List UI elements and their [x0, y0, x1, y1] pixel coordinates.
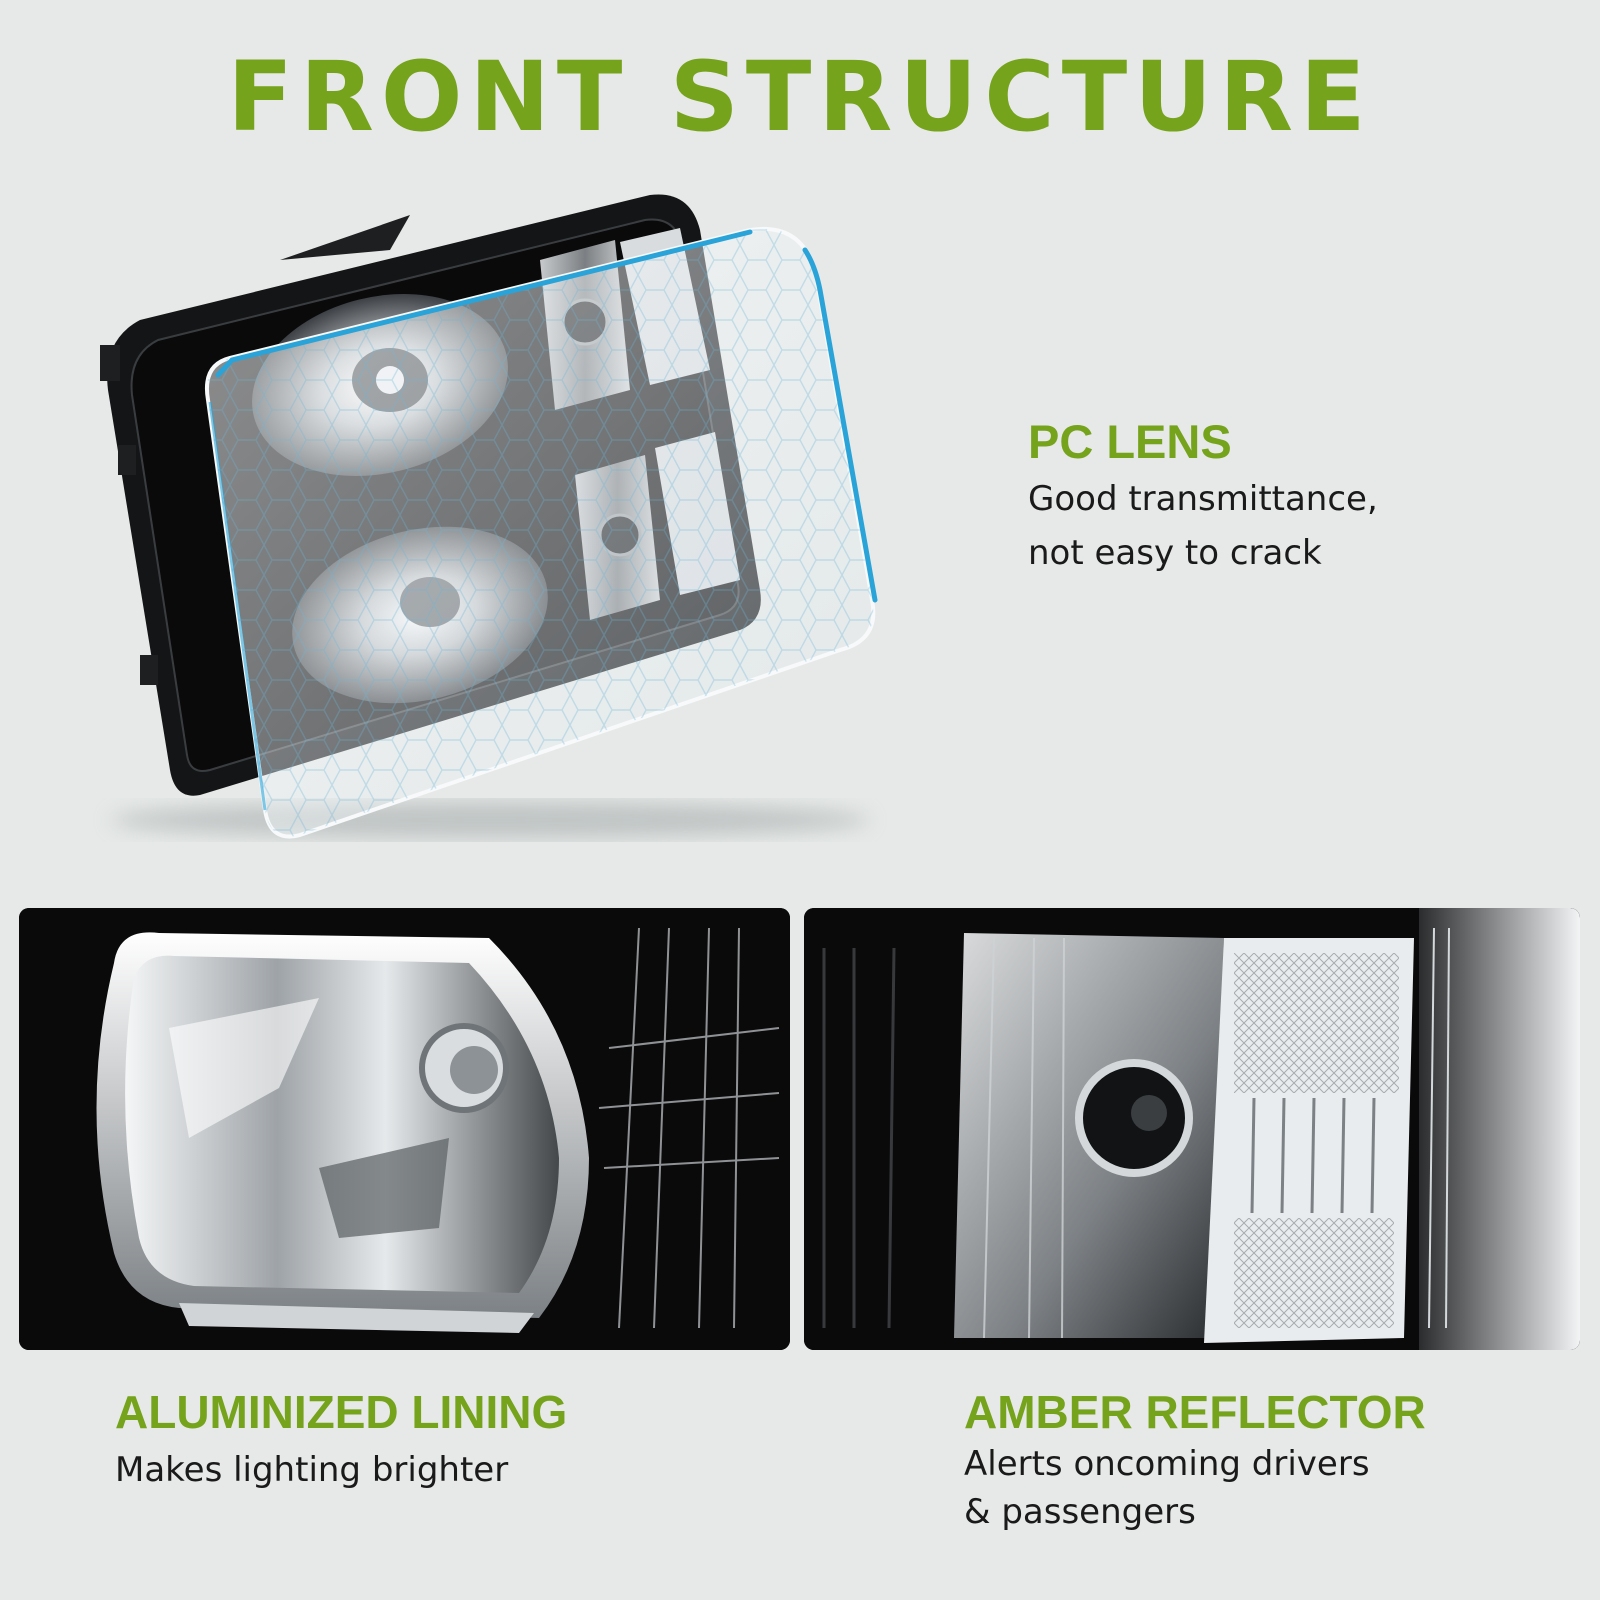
pc-lens-desc-line1: Good transmittance, [1028, 479, 1378, 519]
pc-lens-cover [205, 226, 878, 839]
aluminized-lining-heading: ALUMINIZED LINING [115, 1386, 568, 1438]
feature-pc-lens: PC LENS Good transmittance, not easy to … [1028, 414, 1378, 578]
feature-aluminized-lining: ALUMINIZED LINING Makes lighting brighte… [115, 1384, 567, 1494]
amber-reflector-image [804, 908, 1580, 1350]
pc-lens-desc-line2: not easy to crack [1028, 533, 1322, 573]
feature-amber-reflector: AMBER REFLECTOR Alerts oncoming drivers … [964, 1384, 1426, 1536]
headlight-exploded-image [60, 170, 940, 870]
aluminized-lining-image [19, 908, 790, 1350]
page-title: FRONT STRUCTURE [227, 41, 1373, 153]
amber-reflector-desc-line2: & passengers [964, 1492, 1196, 1532]
amber-reflector-heading: AMBER REFLECTOR [964, 1386, 1426, 1438]
amber-reflector-desc-line1: Alerts oncoming drivers [964, 1444, 1370, 1484]
pc-lens-heading: PC LENS [1028, 415, 1232, 468]
aluminized-lining-desc: Makes lighting brighter [115, 1450, 509, 1490]
